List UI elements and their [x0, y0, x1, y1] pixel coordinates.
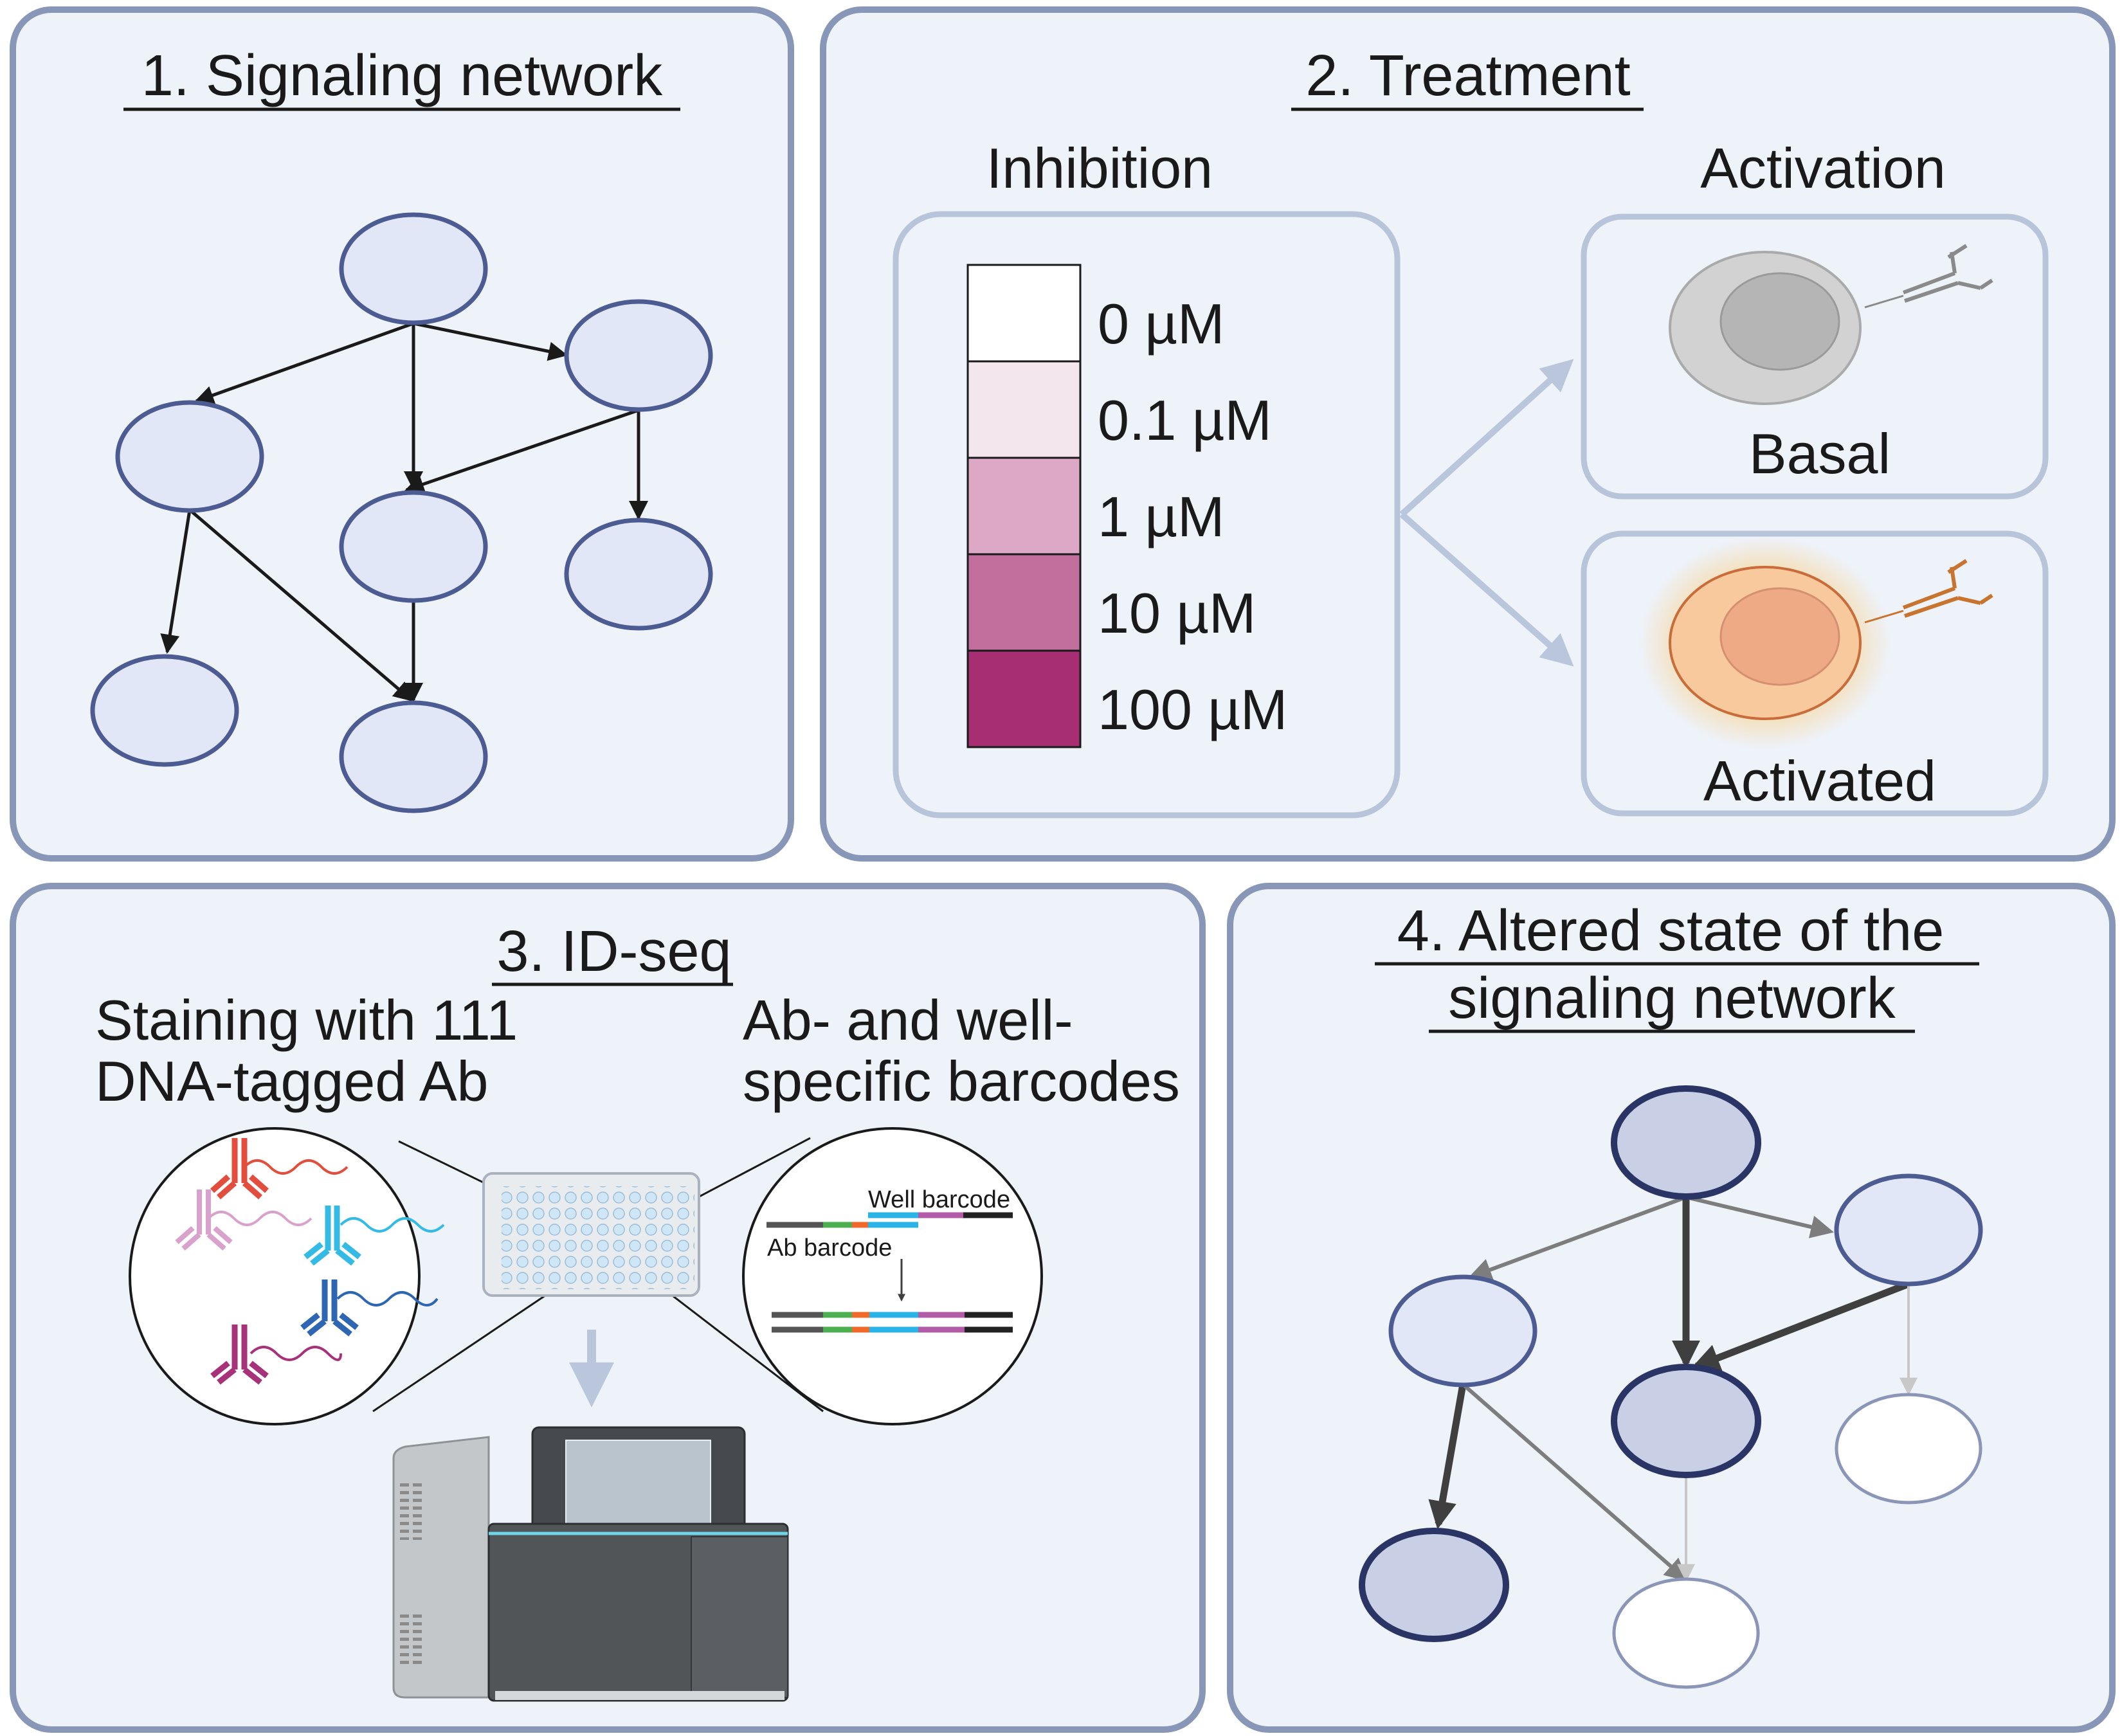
panel-2-title: 2. Treatment: [1305, 44, 1630, 108]
dna-strand-bottom: [772, 1312, 1013, 1333]
staining-text-line2: DNA-tagged Ab: [95, 1049, 489, 1113]
dna-strand-top: [766, 1212, 1013, 1228]
conc-swatch-1: [966, 360, 1082, 459]
conc-swatch-0: [966, 264, 1082, 363]
treatment-arrows: [1399, 359, 1574, 667]
node-g: [339, 700, 488, 813]
node-4-a: [1611, 1085, 1761, 1200]
activated-cell-icon: [1640, 537, 1993, 749]
well-plate-icon: [482, 1172, 700, 1297]
panel-1-nodes: [90, 212, 713, 813]
barcodes-text-line1: Ab- and well-: [743, 988, 1073, 1052]
edge-4-b-f: [1428, 1384, 1467, 1530]
basal-label: Basal: [1749, 422, 1891, 485]
edge-4-a-d: [1685, 1195, 1835, 1238]
antibody-red-icon: [210, 1138, 349, 1200]
staining-text-line1: Staining with 111: [95, 988, 518, 1052]
conc-label-3: 10 µM: [1098, 581, 1256, 645]
conc-swatch-4: [966, 649, 1082, 748]
edge-d-c: [404, 408, 639, 494]
conc-swatch-3: [966, 553, 1082, 652]
node-4-g: [1612, 1577, 1760, 1689]
node-d: [564, 299, 713, 412]
conc-label-4: 100 µM: [1098, 678, 1287, 741]
panel-3-id-seq: 3. ID-seq Staining with 111 DNA-tagged A…: [10, 883, 1206, 1733]
basal-cell-icon: [1669, 244, 1993, 405]
node-4-e: [1835, 1393, 1982, 1505]
conc-label-1: 0.1 µM: [1098, 388, 1272, 452]
panel-4-nodes: [1359, 1085, 1983, 1689]
barcodes-text-line2: specific barcodes: [743, 1049, 1180, 1113]
basal-box: [1581, 213, 2049, 500]
conc-label-0: 0 µM: [1098, 292, 1224, 356]
panel-1-title: 1. Signaling network: [141, 44, 663, 108]
antibody-magenta-icon: [210, 1325, 342, 1385]
inhibition-label: Inhibition: [986, 136, 1213, 200]
panel-1-signaling-network: 1. Signaling network: [10, 6, 794, 862]
panel-3-frame: [10, 883, 1206, 1733]
node-4-f: [1359, 1528, 1509, 1642]
activated-label: Activated: [1703, 749, 1936, 813]
sequencer-icon: [392, 1426, 789, 1702]
panel-2-treatment: 2. Treatment Inhibition Activation 0 µM …: [820, 6, 2116, 862]
panel-3-title: 3. ID-seq: [496, 919, 731, 984]
panel-4-title-line1: 4. Altered state of the: [1397, 899, 1945, 963]
arrow-to-basal: [1399, 359, 1574, 517]
panel-4-edges: [1428, 1195, 1918, 1582]
antibody-zoom-circle: [129, 1127, 445, 1425]
node-4-c: [1611, 1364, 1761, 1478]
ab-barcode-label: Ab barcode: [767, 1234, 892, 1261]
arrow-to-activated: [1399, 512, 1574, 667]
conc-label-2: 1 µM: [1098, 485, 1224, 548]
panel-1-edges: [160, 321, 648, 702]
panel-1-frame: [10, 6, 794, 862]
activated-box: [1581, 530, 2049, 817]
edge-4-b-g: [1462, 1382, 1689, 1582]
edge-b-f: [160, 509, 192, 654]
node-e: [564, 518, 713, 631]
node-c: [339, 490, 488, 603]
well-barcode-label: Well barcode: [868, 1186, 1010, 1213]
edge-a-d: [413, 321, 568, 361]
activation-label: Activation: [1700, 136, 1946, 200]
edge-b-g: [188, 509, 413, 701]
antibody-blue-icon: [300, 1279, 439, 1337]
node-4-d: [1834, 1173, 1983, 1287]
panel-4-altered-network: 4. Altered state of the signaling networ…: [1227, 883, 2116, 1733]
antibody-pink-icon: [175, 1189, 313, 1251]
concentration-scale: 0 µM 0.1 µM 1 µM 10 µM 100 µM: [966, 264, 1287, 748]
edge-4-d-c: [1691, 1280, 1910, 1371]
inhibition-box: [893, 211, 1401, 818]
antibody-cyan-icon: [304, 1206, 445, 1266]
node-4-b: [1388, 1274, 1537, 1388]
node-f: [90, 654, 239, 767]
edge-a-b: [194, 321, 414, 405]
conc-swatch-2: [966, 457, 1082, 556]
panel-4-title-line2: signaling network: [1448, 966, 1896, 1031]
node-a: [339, 212, 488, 325]
node-b: [115, 400, 264, 513]
edge-4-a-b: [1468, 1195, 1687, 1281]
barcode-zoom-circle: Well barcode Ab barcode: [742, 1127, 1043, 1425]
